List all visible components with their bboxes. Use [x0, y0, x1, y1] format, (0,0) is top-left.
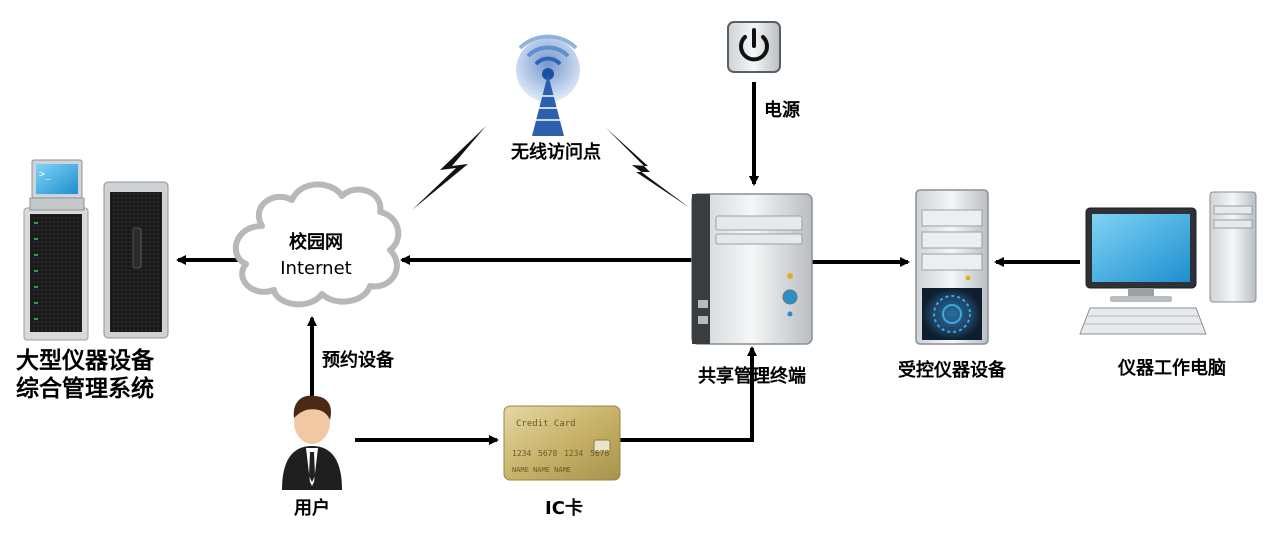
server-rack-icon: >_ — [23, 159, 89, 341]
ic-card-icon: Credit Card 1234 5678 1234 5678 NAME NAM… — [503, 405, 621, 481]
power-label: 电源 — [764, 99, 800, 121]
power-button-icon — [727, 21, 781, 73]
card-title: Credit Card — [516, 419, 576, 429]
cloud-label-line2: Internet — [280, 258, 351, 279]
cloud-icon — [232, 181, 402, 308]
lightning-icon — [412, 126, 486, 210]
labels: 大型仪器设备 综合管理系统 校园网 Internet 无线访问点 电源 共享管理… — [16, 99, 1226, 519]
lightning-icon — [606, 128, 690, 208]
arrow-card-to-terminal — [620, 346, 757, 442]
terminal-pc-icon — [691, 193, 813, 345]
user-icon — [282, 395, 342, 490]
card-chip — [593, 439, 611, 453]
wireless-ap-label: 无线访问点 — [511, 141, 601, 163]
wireless-antenna-icon — [516, 34, 580, 136]
card-number: 5678 — [538, 449, 557, 458]
shared-terminal-label: 共享管理终端 — [698, 365, 806, 387]
tower-server-icon — [103, 181, 169, 339]
ic-card-label: IC卡 — [545, 497, 583, 519]
controlled-device-label: 受控仪器设备 — [898, 359, 1007, 381]
monitor-icon — [1079, 191, 1257, 335]
card-name: NAME NAME NAME — [512, 466, 571, 474]
card-number: 5678 — [590, 449, 609, 458]
system-label-line1: 大型仪器设备 — [16, 347, 155, 374]
instrument-pc-label: 仪器工作电脑 — [1117, 357, 1226, 379]
connections — [176, 82, 1080, 445]
system-label-line2: 综合管理系统 — [16, 375, 154, 402]
user-label: 用户 — [294, 497, 330, 519]
svg-text:>_: >_ — [39, 169, 52, 180]
card-number: 1234 — [512, 449, 531, 458]
cloud-label-line1: 校园网 — [289, 231, 343, 253]
reserve-label: 预约设备 — [322, 349, 395, 371]
controlled-pc-icon — [915, 189, 989, 345]
card-number: 1234 — [564, 449, 583, 458]
